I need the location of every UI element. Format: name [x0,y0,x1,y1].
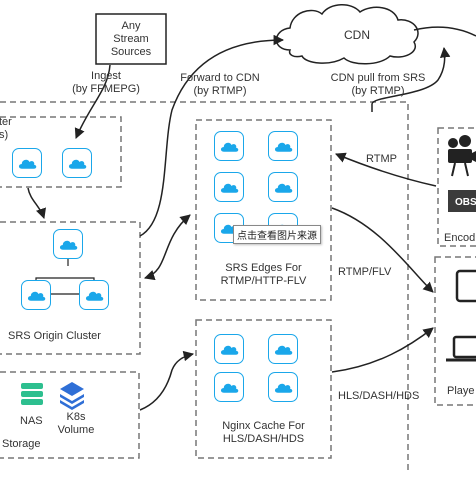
k8s-line2: Volume [57,424,95,436]
srs-edge-node [268,131,298,161]
ingest-line1: Ingest [91,70,121,82]
forward-to-cdn-arrow [139,34,285,237]
cdn-cloud-shape [275,4,419,65]
image-source-tooltip[interactable]: 点击查看图片来源 [233,225,321,244]
edge-cluster-box [0,116,122,188]
srs-edges-box [195,119,332,301]
forward-line2: (by RTMP) [193,85,247,97]
rtmp-flv-label: RTMP/FLV [338,266,392,278]
edge-cluster-node-1 [12,148,42,178]
tablet-icon [455,269,476,303]
edge-cluster-partial-1: ter [0,116,12,128]
storage-label: Storage [2,438,41,450]
k8s-volume-icon [60,382,84,410]
forward-line1: Forward to CDN [180,72,260,84]
rtmp-label: RTMP [366,153,397,165]
origin-cluster-label: SRS Origin Cluster [8,330,101,342]
origin-node-top [53,229,83,259]
srs-edge-node [214,172,244,202]
storage-box [0,371,140,459]
player-label: Playe [447,385,475,397]
obs-label: OBS [455,197,476,208]
hls-arrow [331,327,434,373]
origin-node-left [21,280,51,310]
stream-sources-box [95,13,167,65]
nginx-cache-label: Nginx Cache For HLS/DASH/HDS [196,420,331,446]
nginx-node [268,334,298,364]
edge-cluster-partial-label: ter s) [0,116,12,142]
ingest-label: Ingest (by FFMEPG) [56,70,156,96]
origin-cluster-box [0,221,141,355]
edge-cluster-node-2 [62,148,92,178]
pull-line1: CDN pull from SRS [330,72,426,84]
hls-label: HLS/DASH/HDS [338,390,420,402]
nginx-line1: Nginx Cache For [222,420,305,432]
nginx-node [214,334,244,364]
rtmp-flv-arrow [331,207,434,293]
player-box [434,256,476,406]
k8s-line1: K8s [66,411,86,423]
srs-edges-line1: SRS Edges For [225,262,302,274]
edge-to-origin-arrow [27,187,46,219]
nginx-cache-box [195,319,332,459]
nas-icon [21,383,43,405]
pull-line2: (by RTMP) [351,85,405,97]
obs-badge [448,190,476,212]
stream-sources-line3: Sources [110,46,152,58]
nginx-node [214,372,244,402]
nginx-node [268,372,298,402]
cdn-pull-label: CDN pull from SRS (by RTMP) [318,72,438,98]
edge-cluster-partial-2: s) [0,129,9,141]
cdn-label: CDN [344,28,370,42]
laptop-icon [446,335,476,362]
k8s-label: K8s Volume [56,411,96,437]
srs-edges-line2: RTMP/HTTP-FLV [220,275,307,287]
srs-edges-label: SRS Edges For RTMP/HTTP-FLV [196,262,331,288]
origin-node-right [79,280,109,310]
outer-dashed-frame [0,101,409,470]
ingest-line2: (by FFMEPG) [72,83,140,95]
nas-label: NAS [20,415,43,427]
stream-sources-line1: Any [121,20,141,32]
stream-sources-label: Any Stream Sources [96,20,166,59]
film-camera-icon [448,135,476,177]
rtmp-arrow [335,152,437,187]
storage-to-nginx-arrow [139,350,195,411]
ingest-arrow [74,64,111,139]
srs-edge-node [214,131,244,161]
cdn-pull-arrow [371,46,451,112]
encoder-label: Encod [444,232,476,244]
encoder-box [437,127,476,247]
edges-origin-arrow [144,214,191,281]
forward-to-cdn-label: Forward to CDN (by RTMP) [170,72,270,98]
stream-sources-line2: Stream [113,33,149,45]
nginx-line2: HLS/DASH/HDS [222,433,305,445]
srs-edge-node [268,172,298,202]
